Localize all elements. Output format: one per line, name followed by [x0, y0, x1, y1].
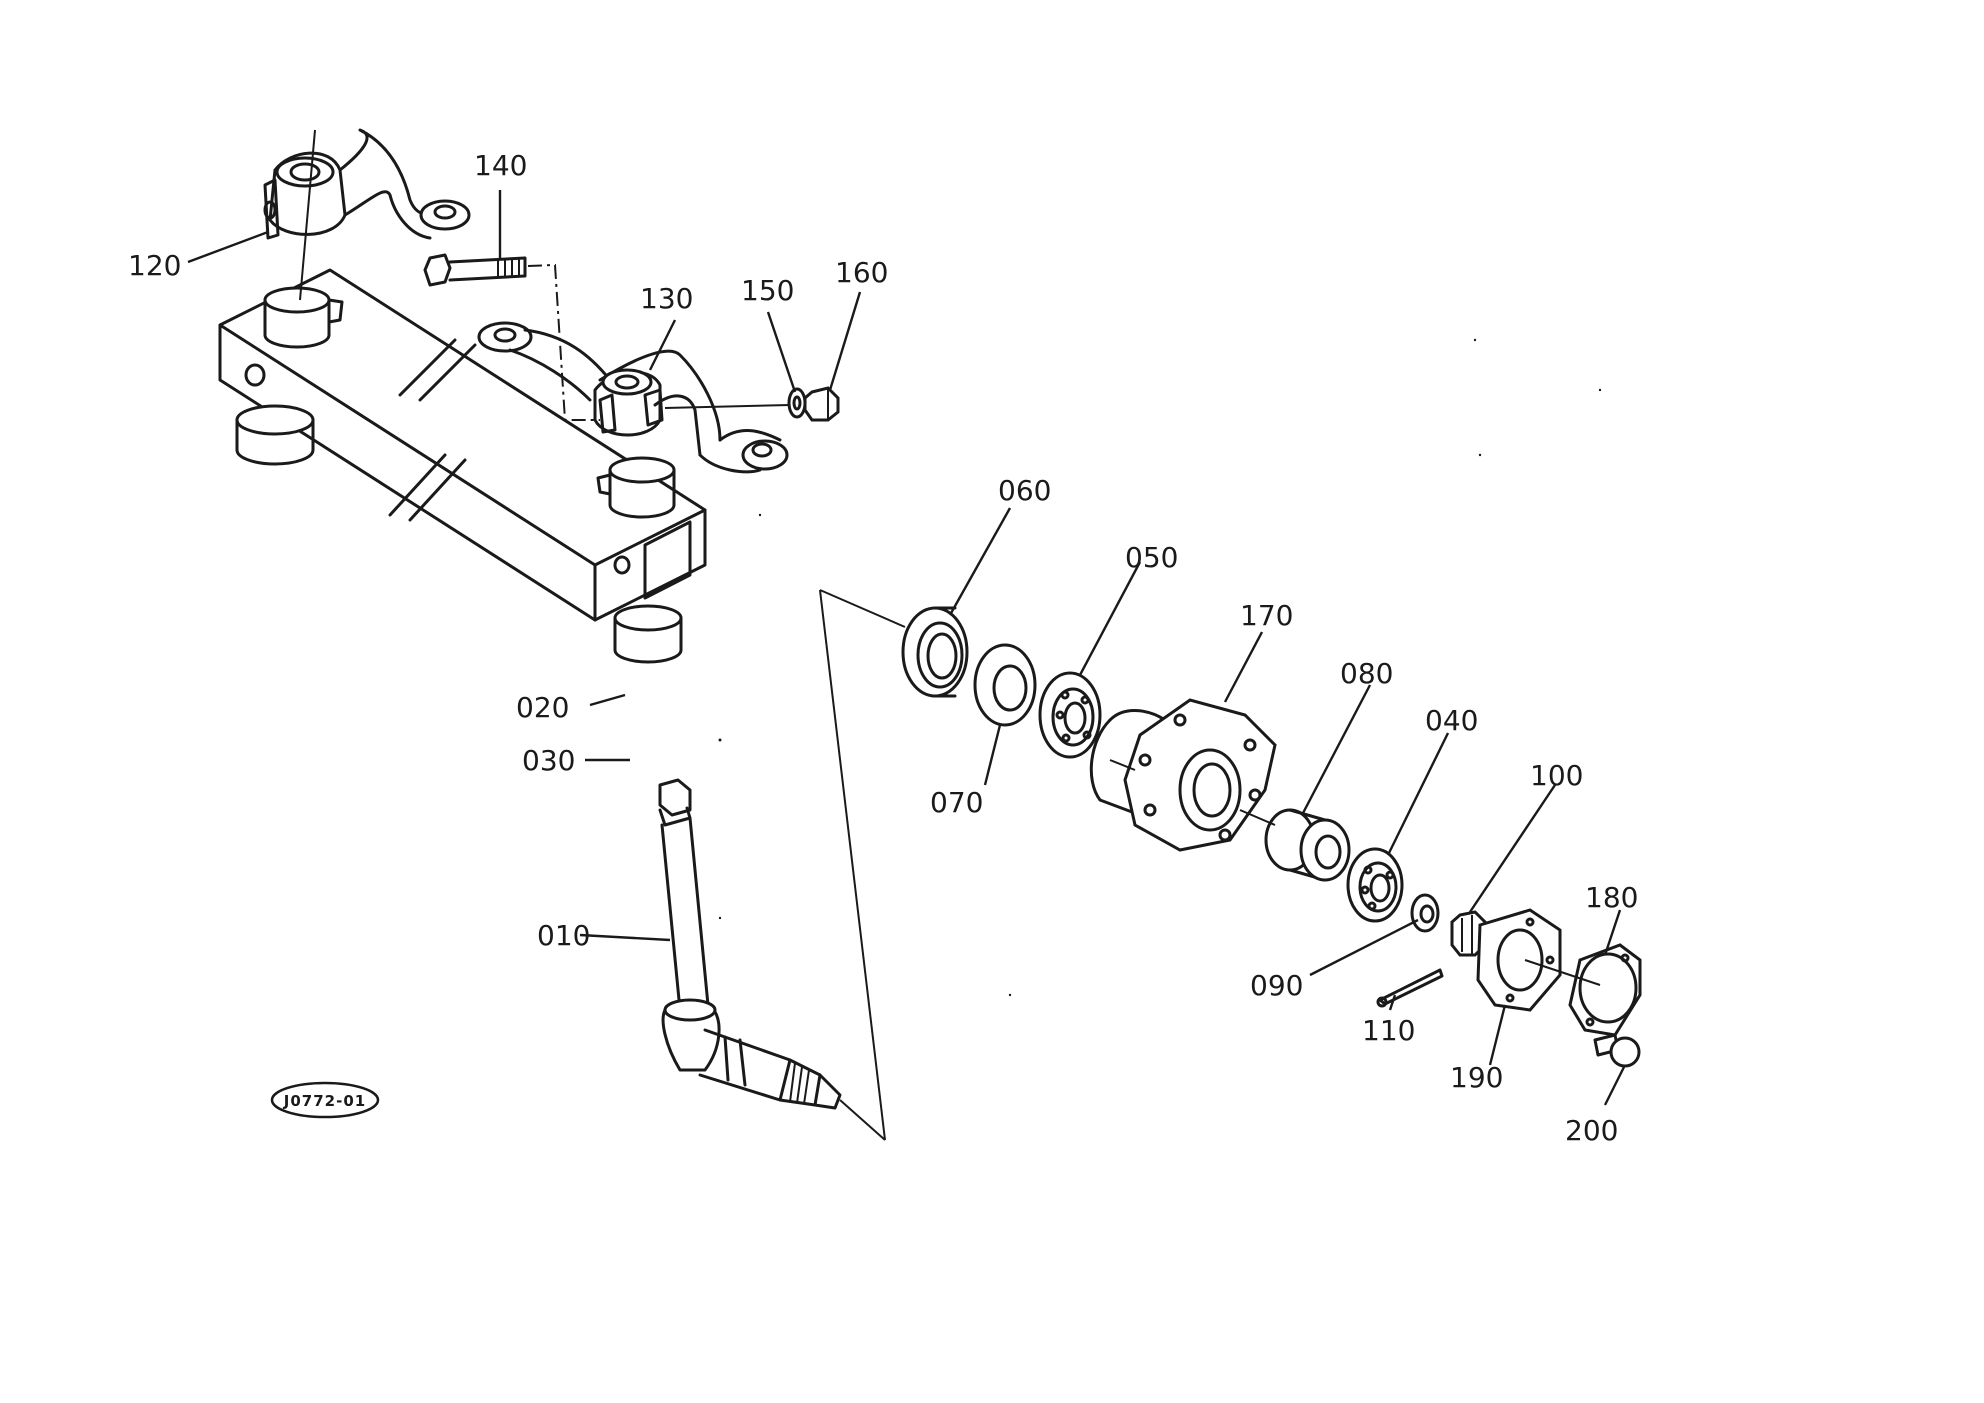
steering-arm-130	[477, 321, 791, 474]
leader-lines	[187, 190, 1627, 1106]
callout-050: 050	[1125, 541, 1178, 574]
figure-code: J0772-01	[283, 1092, 366, 1110]
callout-030: 030	[522, 744, 575, 777]
castle-nut-100	[1450, 910, 1487, 957]
washer-090	[1410, 893, 1440, 933]
callout-190: 190	[1450, 1061, 1503, 1094]
hub-170	[1089, 698, 1277, 852]
callout-080: 080	[1340, 657, 1393, 690]
axle-left-boss	[235, 404, 315, 466]
bolt-140	[423, 253, 600, 421]
bearing-040	[1346, 847, 1404, 923]
washer-150	[787, 387, 807, 419]
gasket-190	[1476, 908, 1562, 1012]
callout-labels: 120 140 130 150 160 060 050 170 080 040 …	[128, 149, 1638, 1147]
callout-180: 180	[1585, 881, 1638, 914]
callout-170: 170	[1240, 599, 1293, 632]
bearing-050	[1038, 671, 1102, 759]
steering-arm-120	[263, 128, 471, 301]
callout-140: 140	[474, 149, 527, 182]
callout-090: 090	[1250, 969, 1303, 1002]
callout-010: 010	[537, 919, 590, 952]
bolt-200	[1593, 1033, 1641, 1068]
spacer-080	[1264, 808, 1351, 882]
axle-top-left-boss	[263, 286, 344, 349]
callout-070: 070	[930, 786, 983, 819]
callout-150: 150	[741, 274, 794, 307]
callout-020: 020	[516, 691, 569, 724]
callout-130: 130	[640, 282, 693, 315]
seal-060	[901, 606, 969, 698]
callout-100: 100	[1530, 759, 1583, 792]
callout-160: 160	[835, 256, 888, 289]
kingpin-010	[658, 778, 842, 1110]
axle-beam	[218, 268, 707, 622]
callout-040: 040	[1425, 704, 1478, 737]
race-070	[973, 643, 1037, 727]
figure-code-badge: J0772-01	[270, 1081, 380, 1119]
axle-top-right-boss	[596, 456, 676, 519]
cotter-pin-110	[1376, 968, 1444, 1008]
callout-120: 120	[128, 249, 181, 282]
callout-110: 110	[1362, 1014, 1415, 1047]
scan-speckles	[718, 338, 1602, 997]
callout-060: 060	[998, 474, 1051, 507]
callout-200: 200	[1565, 1114, 1618, 1147]
hub-explode-lines	[819, 589, 906, 1141]
hub-cap-180	[1568, 943, 1642, 1037]
nut-160	[803, 386, 840, 422]
axle-right-bushing	[613, 604, 683, 664]
